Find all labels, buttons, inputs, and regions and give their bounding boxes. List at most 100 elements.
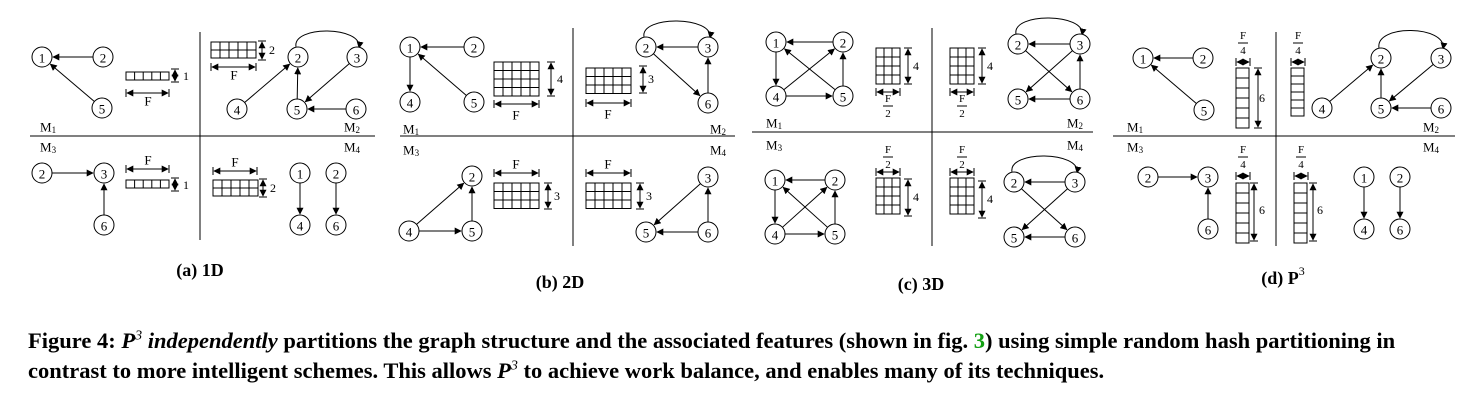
machine-label-m3: M3: [40, 140, 57, 156]
dim-fraction-den: 2: [885, 159, 891, 171]
graph-node-label: 4: [234, 103, 241, 118]
graph-node-6: [697, 221, 719, 243]
caption-prefix: Figure 4:: [28, 328, 122, 353]
graph-node-6: [1197, 218, 1219, 240]
graph-node-5: [461, 220, 483, 242]
graph-node-2: [463, 36, 485, 58]
figure-caption: Figure 4: P3 independently partitions th…: [28, 326, 1448, 386]
graph-edge: [1388, 64, 1434, 102]
caption-text-1: partitions the graph structure and the a…: [277, 328, 974, 353]
graph-node-label: 6: [1072, 231, 1079, 246]
graph-node-label: 1: [407, 41, 414, 56]
graph-node-6: [1069, 88, 1091, 110]
feature-rows-label: 3: [648, 72, 654, 86]
machine-label-m2: M2: [1423, 120, 1439, 136]
feature-matrix-p3-m2: [1290, 67, 1305, 117]
feature-rows-label: 6: [1259, 203, 1265, 217]
graph-node-4: [289, 214, 311, 236]
feature-rows-label: 6: [1317, 203, 1323, 217]
graph-node-1: [289, 162, 311, 184]
graph-node-label: 2: [1378, 52, 1385, 67]
graph-node-6: [697, 92, 719, 114]
graph-node-label: 6: [1397, 223, 1404, 238]
dim-fraction-den: 2: [959, 108, 965, 120]
machine-label-m4: M4: [1067, 138, 1084, 154]
caption-p3-inline: P3: [497, 358, 518, 383]
graph-node-label: 2: [832, 174, 839, 189]
graph-node-label: 4: [297, 219, 304, 234]
dim-fraction-den: 2: [885, 108, 891, 120]
graph-edge: [1329, 64, 1374, 102]
feature-matrix-1d-m3: [125, 179, 170, 189]
feature-rows-label: 4: [987, 192, 993, 206]
graph-node-2: [1192, 47, 1214, 69]
feature-matrix-1d-m4: [212, 179, 259, 197]
feature-matrix-2d-m4: [585, 182, 632, 209]
graph-edge-curved: [295, 30, 364, 49]
graph-node-label: 1: [1140, 52, 1147, 67]
graph-node-label: 4: [773, 90, 780, 105]
machine-label-m2: M2: [710, 122, 726, 138]
caption-text-2: ) using simple random hash partitioning …: [28, 328, 1396, 383]
machine-label-m2: M2: [1067, 116, 1083, 132]
graph-edge: [1150, 64, 1197, 104]
dim-fraction-den: 4: [1295, 45, 1301, 57]
graph-node-2: [325, 162, 347, 184]
graph-node-label: 2: [1145, 171, 1152, 186]
graph-node-label: 1: [773, 36, 780, 51]
feature-rows-label: 3: [554, 189, 560, 203]
graph-node-label: 5: [1201, 104, 1208, 119]
graph-node-3: [697, 166, 719, 188]
graph-node-label: 3: [101, 167, 108, 182]
graph-node-3: [93, 162, 115, 184]
graph-node-4: [764, 223, 786, 245]
feature-dim-label: F: [144, 94, 151, 109]
graph-node-label: 5: [1015, 93, 1022, 108]
machine-label-m2: M2: [344, 120, 360, 136]
feature-rows-label: 3: [646, 189, 652, 203]
graph-node-1: [31, 46, 53, 68]
panel-label-2: (c) 3D: [898, 274, 944, 295]
feature-dim-label: F: [604, 107, 611, 122]
graph-node-label: 3: [354, 51, 361, 66]
caption-text-3: to achieve work balance, and enables man…: [517, 358, 1105, 383]
feature-matrix-1d-m2: [210, 41, 257, 59]
graph-node-5: [463, 91, 485, 113]
graph-node-5: [1007, 88, 1029, 110]
dim-fraction-num: F: [1240, 144, 1246, 156]
graph-node-label: 2: [100, 51, 107, 66]
feature-dim-label: F: [604, 157, 611, 172]
dim-fraction-den: 4: [1240, 45, 1246, 57]
graph-node-label: 6: [1205, 223, 1212, 238]
feature-dim-label: F: [231, 155, 238, 170]
graph-node-label: 5: [469, 225, 476, 240]
graph-node-4: [226, 98, 248, 120]
graph-edge: [294, 67, 302, 100]
machine-label-m4: M4: [710, 143, 727, 159]
feature-matrix-p3-m4: [1293, 182, 1308, 244]
graph-node-2: [31, 162, 53, 184]
figure-reference-link[interactable]: 3: [973, 328, 986, 353]
graph-node-label: 3: [1205, 171, 1212, 186]
graph-node-label: 4: [1361, 223, 1368, 238]
graph-node-label: 2: [469, 170, 476, 185]
graph-node-2: [1003, 171, 1025, 193]
graph-node-5: [1370, 97, 1392, 119]
feature-matrix-2d-m1: [493, 61, 540, 97]
graph-node-label: 2: [840, 36, 847, 51]
graph-node-label: 2: [1011, 176, 1018, 191]
graph-node-2: [1137, 166, 1159, 188]
feature-rows-label: 6: [1259, 91, 1265, 105]
dim-fraction-num: F: [1240, 30, 1246, 42]
feature-dim-label: F: [512, 108, 519, 123]
dim-fraction-den: 2: [959, 159, 965, 171]
dim-fraction-num: F: [959, 144, 965, 156]
graph-edge: [417, 53, 467, 96]
machine-label-m1: M1: [403, 122, 419, 138]
graph-node-label: 2: [1015, 38, 1022, 53]
graph-node-3: [1069, 33, 1091, 55]
feature-rows-label: 1: [183, 178, 189, 192]
graph-node-label: 5: [471, 96, 478, 111]
feature-rows-label: 4: [557, 72, 563, 86]
